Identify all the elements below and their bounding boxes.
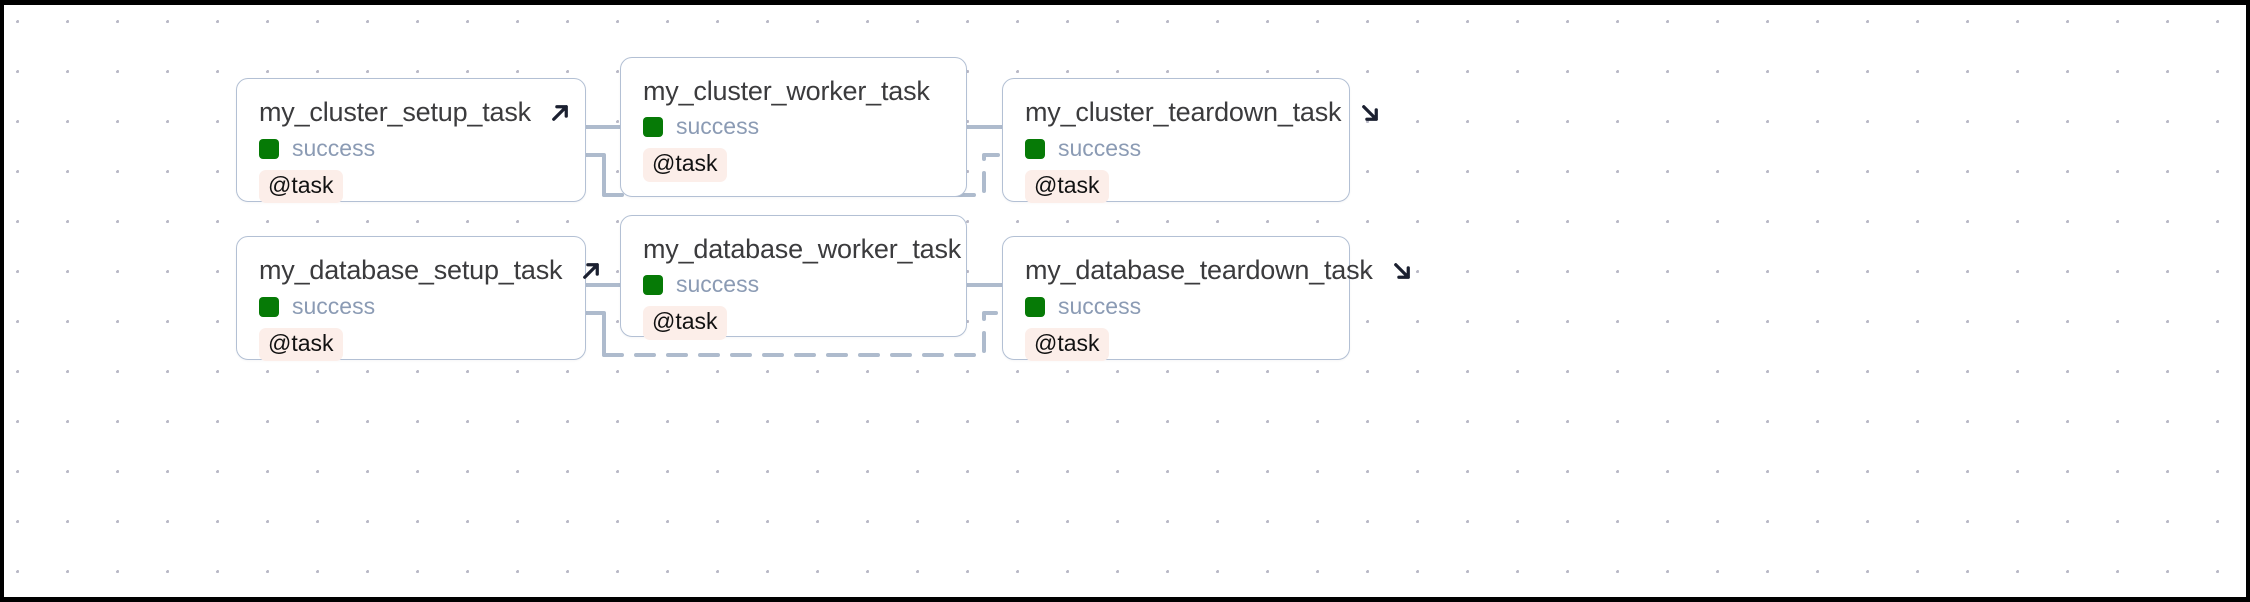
node-badge-row: @task (1025, 328, 1327, 362)
node-title: my_cluster_teardown_task (1025, 97, 1342, 127)
node-badge-row: @task (643, 306, 944, 340)
node-status: success (643, 115, 944, 138)
node-header: my_cluster_setup_task (259, 97, 568, 128)
edge-database-setup-to-teardown (584, 311, 606, 357)
status-label: success (292, 293, 376, 319)
node-badge-row: @task (643, 148, 944, 182)
status-label: success (676, 113, 760, 140)
status-swatch-success (259, 138, 279, 159)
task-decorator-badge: @task (1025, 328, 1109, 362)
status-swatch-success (259, 296, 279, 317)
node-badge-row: @task (259, 328, 563, 362)
status-swatch-success (643, 116, 663, 137)
status-label: success (1058, 293, 1142, 319)
node-header: my_database_worker_task (643, 234, 961, 264)
task-node-my-cluster-worker-task[interactable]: my_cluster_worker_task success @task (620, 57, 967, 197)
task-decorator-badge: @task (643, 306, 727, 340)
arrow-up-right-icon (576, 256, 606, 286)
node-badge-row: @task (1025, 170, 1327, 204)
status-swatch-success (1025, 296, 1045, 317)
node-status: success (259, 137, 563, 160)
task-node-my-cluster-setup-task[interactable]: my_cluster_setup_task success @task (236, 78, 586, 204)
node-status: success (259, 295, 563, 318)
node-header: my_database_setup_task (259, 255, 600, 286)
arrow-down-right-icon (1387, 256, 1417, 286)
node-header: my_cluster_teardown_task (1025, 97, 1379, 128)
node-title: my_database_setup_task (259, 255, 563, 285)
task-node-my-cluster-teardown-task[interactable]: my_cluster_teardown_task success @task (1002, 78, 1379, 204)
task-decorator-badge: @task (259, 328, 343, 362)
task-node-my-database-teardown-task[interactable]: my_database_teardown_task success @task (1002, 236, 1410, 362)
arrow-down-right-icon (1355, 98, 1385, 128)
node-title: my_cluster_setup_task (259, 97, 531, 127)
status-label: success (292, 135, 376, 161)
status-swatch-success (1025, 138, 1045, 159)
node-title: my_database_worker_task (643, 234, 962, 264)
node-header: my_database_teardown_task (1025, 255, 1410, 286)
task-node-my-database-setup-task[interactable]: my_database_setup_task success @task (236, 236, 600, 362)
status-label: success (1058, 135, 1142, 161)
node-title: my_cluster_worker_task (643, 76, 930, 106)
task-decorator-badge: @task (1025, 170, 1109, 204)
node-status: success (1025, 137, 1327, 160)
status-label: success (676, 271, 760, 298)
task-node-my-database-worker-task[interactable]: my_database_worker_task success @task (620, 215, 967, 340)
node-badge-row: @task (259, 170, 563, 204)
node-status: success (1025, 295, 1327, 318)
task-decorator-badge: @task (259, 170, 343, 204)
arrow-up-right-icon (545, 98, 575, 128)
node-status: success (643, 273, 944, 296)
status-swatch-success (643, 274, 663, 295)
node-header: my_cluster_worker_task (643, 76, 944, 106)
task-decorator-badge: @task (643, 148, 727, 182)
edge-cluster-setup-to-teardown (584, 153, 606, 197)
node-title: my_database_teardown_task (1025, 255, 1373, 285)
